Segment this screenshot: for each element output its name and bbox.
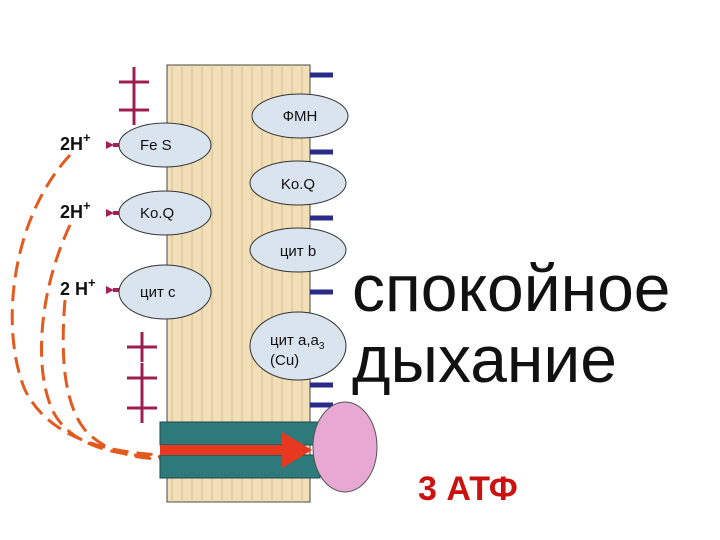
- plus-sign-3: [127, 332, 157, 362]
- proton-label-2: 2H+: [60, 198, 91, 222]
- label-fes: Fe S: [140, 137, 172, 154]
- label-cyt-aa3-sub: 3: [319, 341, 325, 352]
- proton-label-3-main: 2 H: [60, 279, 88, 299]
- proton-label-1-sup: +: [83, 130, 91, 145]
- dashed-path-1: [10, 153, 166, 457]
- proton-label-2-sup: +: [83, 198, 91, 213]
- carrier-fmn: [251, 93, 349, 139]
- label-koq-left: Ko.Q: [140, 205, 174, 222]
- label-fmn: ФМН: [283, 108, 318, 125]
- carrier-koq-right: [249, 160, 347, 206]
- dashed-path-3: [61, 299, 166, 461]
- proton-return-paths: [10, 153, 166, 461]
- title-line-1: спокойное: [352, 251, 671, 325]
- title-line-2: дыхание: [352, 322, 617, 396]
- atp-synthase-head: [312, 401, 378, 493]
- plus-sign-5: [127, 393, 157, 423]
- proton-label-3-sup: +: [88, 275, 96, 290]
- carrier-cyt-aa3: [249, 311, 347, 381]
- proton-label-2-main: 2H: [60, 202, 83, 222]
- atp-label: 3 АТФ: [418, 470, 518, 508]
- proton-label-1-main: 2H: [60, 134, 83, 154]
- plus-sign-2: [119, 95, 149, 125]
- plus-signs: [119, 67, 157, 423]
- label-cyt-aa3-main: цит a,a: [270, 332, 320, 349]
- dashed-path-2: [40, 224, 166, 459]
- carrier-cyt-c: [118, 264, 212, 320]
- label-cyt-aa3-cu: (Cu): [270, 352, 299, 369]
- plus-sign-1: [119, 67, 149, 97]
- label-cyt-c: цит с: [140, 284, 176, 301]
- carrier-koq-left: [118, 190, 212, 236]
- proton-label-1: 2H+: [60, 130, 91, 154]
- proton-flow-arrow: [160, 432, 312, 468]
- minus-signs: [310, 72, 333, 408]
- proton-label-3: 2 H+: [60, 275, 96, 299]
- label-koq-right: Ko.Q: [281, 176, 315, 193]
- label-cyt-aa3: цит a,a3: [270, 332, 325, 352]
- carrier-fes: [118, 122, 212, 168]
- carrier-cyt-b: [249, 227, 347, 273]
- plus-sign-4: [127, 363, 157, 393]
- label-cyt-b: цит b: [280, 243, 316, 260]
